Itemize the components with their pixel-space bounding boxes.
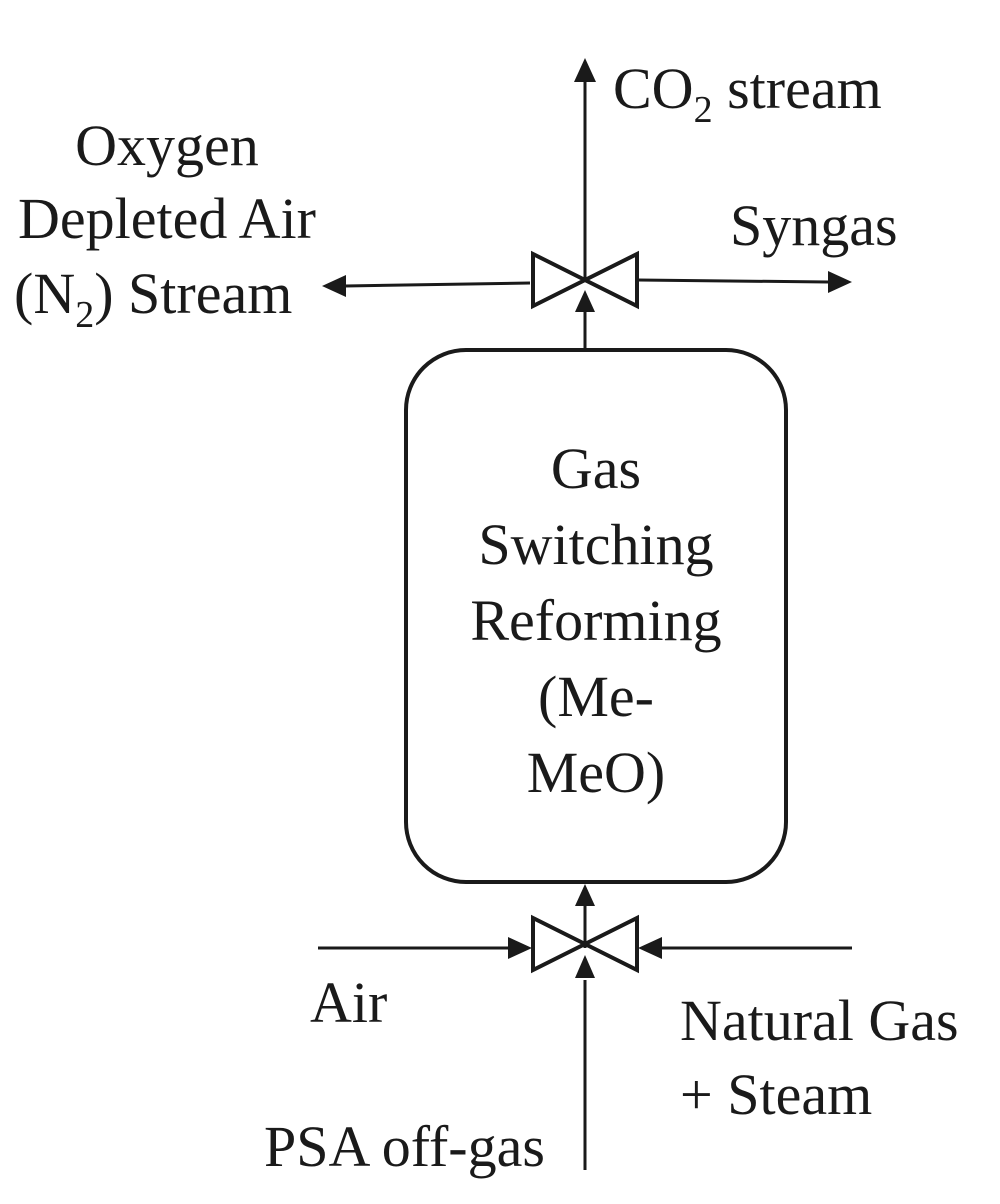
- psa-off-gas-label: PSA off-gas: [264, 1114, 545, 1179]
- syngas-label: Syngas: [730, 193, 898, 258]
- air-label: Air: [310, 970, 387, 1035]
- reactor-inlet-arrowhead: [575, 884, 595, 906]
- reactor-outlet-arrowhead: [575, 290, 595, 312]
- reactor-label-line-3: Reforming: [470, 588, 721, 653]
- natural-gas-inlet-arrowhead: [638, 937, 662, 959]
- n2-label-line-2: Depleted Air: [18, 186, 316, 251]
- natural-gas-label-line-1: Natural Gas: [680, 988, 959, 1053]
- air-inlet-arrowhead: [508, 937, 532, 959]
- reactor-label-line-4: (Me-: [538, 664, 654, 729]
- syngas-arrowhead: [828, 271, 852, 293]
- n2-stream-arrowhead: [322, 275, 346, 297]
- n2-label-line-1: Oxygen: [75, 113, 259, 178]
- reactor-label-line-1: Gas: [551, 436, 641, 501]
- reactor-label-line-5: MeO): [527, 740, 666, 805]
- syngas-line: [637, 278, 829, 284]
- top-valve-icon: [531, 250, 639, 310]
- co2-stream-arrowhead: [574, 58, 596, 82]
- co2-stream-label: CO2 stream: [613, 56, 882, 131]
- n2-stream-line: [344, 281, 531, 288]
- bottom-valve-icon: [531, 914, 639, 974]
- psa-inlet-arrowhead: [575, 955, 595, 978]
- n2-label-line-3: (N2) Stream: [14, 261, 292, 336]
- reactor-label-line-2: Switching: [478, 512, 713, 577]
- natural-gas-label-line-2: + Steam: [680, 1062, 872, 1127]
- gas-switching-reforming-reactor: [404, 348, 788, 884]
